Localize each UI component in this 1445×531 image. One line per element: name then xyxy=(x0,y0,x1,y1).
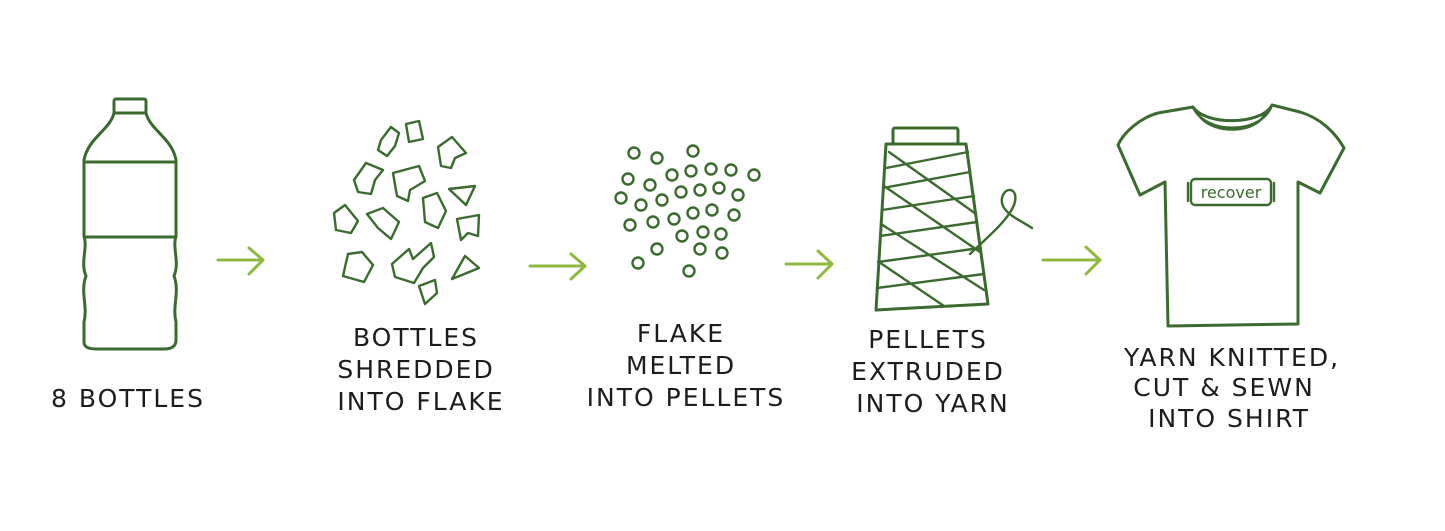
arrow-icon xyxy=(784,249,834,280)
flakes-icon xyxy=(332,119,481,306)
yarn-spool-icon xyxy=(874,126,1034,312)
step-label-bottles: 8 BOTTLES xyxy=(51,384,205,413)
step-label-shirt: YARN KNITTED, CUT & SEWN INTO SHIRT xyxy=(1123,343,1350,433)
arrow-icon xyxy=(528,252,587,281)
step-label-shredded: BOTTLES SHREDDED INTO FLAKE xyxy=(337,323,504,416)
bottle-icon xyxy=(82,97,178,351)
step-label-extruded: PELLETS EXTRUDED INTO YARN xyxy=(851,325,1015,418)
arrow-icon xyxy=(216,246,265,276)
arrow-icon xyxy=(1041,245,1102,276)
step-label-melted: FLAKE MELTED INTO PELLETS xyxy=(587,319,786,412)
tshirt-icon: recover xyxy=(1116,103,1346,328)
recover-logo: recover xyxy=(1201,183,1262,202)
pellets-icon xyxy=(614,144,761,278)
